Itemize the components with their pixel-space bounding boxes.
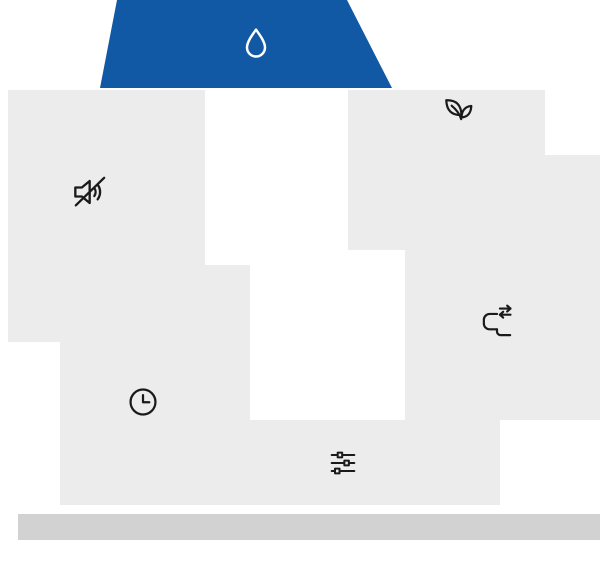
leaf-icon[interactable] bbox=[439, 93, 477, 131]
plug-sync-icon[interactable] bbox=[478, 303, 516, 341]
header-banner bbox=[100, 0, 392, 88]
clock-icon[interactable] bbox=[125, 384, 161, 420]
bottom-bar bbox=[18, 514, 600, 540]
panel-connectivity bbox=[405, 155, 600, 420]
water-drop-icon[interactable] bbox=[236, 25, 276, 65]
sliders-icon[interactable] bbox=[327, 447, 359, 479]
muted-speaker-icon[interactable] bbox=[70, 172, 110, 212]
